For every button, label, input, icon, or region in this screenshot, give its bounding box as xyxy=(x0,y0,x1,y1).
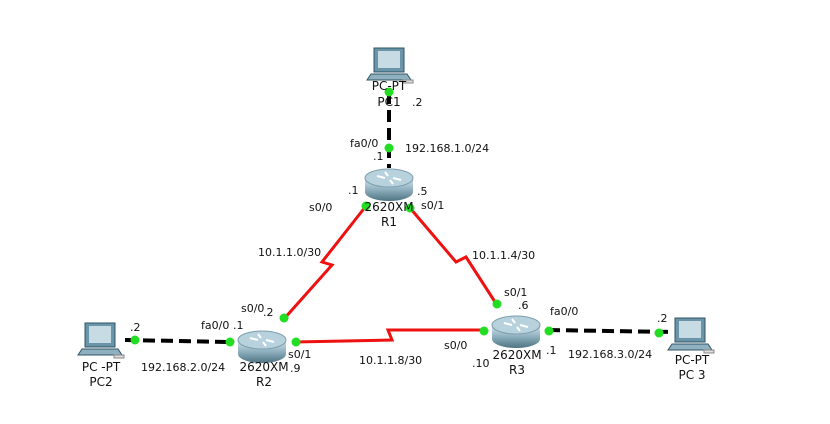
link-r1-r2[interactable] xyxy=(281,205,368,321)
pc3-name: PC 3 xyxy=(678,368,705,382)
r3-fa-label: fa0/0 xyxy=(550,305,578,318)
pc3-ip: .2 xyxy=(657,312,668,325)
r3-fa-ip: .1 xyxy=(546,344,557,357)
r2-s00-label: s0/0 xyxy=(241,302,264,315)
r3-s01-ip: .6 xyxy=(518,299,529,312)
pc1-icon[interactable] xyxy=(366,47,414,84)
pc2-icon[interactable] xyxy=(77,322,125,359)
r3-model: 2620XM xyxy=(492,348,541,362)
link-pc2-r2[interactable] xyxy=(124,338,231,344)
link-r1-r3[interactable] xyxy=(408,207,499,306)
pc1-name: PC1 xyxy=(377,95,400,109)
r3-s00-label: s0/0 xyxy=(444,339,467,352)
r1-s00-ip: .1 xyxy=(348,184,359,197)
pc2-ip: .2 xyxy=(130,321,141,334)
pc3-type: PC-PT xyxy=(675,353,710,367)
network-lan1: 192.168.1.0/24 xyxy=(405,142,489,155)
r3-router-icon[interactable] xyxy=(491,315,541,349)
network-lan2: 192.168.2.0/24 xyxy=(141,361,225,374)
port-indicators xyxy=(130,87,664,347)
r2-s00-ip: .2 xyxy=(263,306,274,319)
network-lan3: 192.168.3.0/24 xyxy=(568,348,652,361)
r2-fa-label: fa0/0 xyxy=(201,319,229,332)
pc3-icon[interactable] xyxy=(667,317,715,354)
r3-s00-ip: .10 xyxy=(472,357,490,370)
network-r1r3: 10.1.1.4/30 xyxy=(472,249,535,262)
r1-fa-ip: .1 xyxy=(373,150,384,163)
r1-model: 2620XM xyxy=(364,200,413,214)
r1-router-icon[interactable] xyxy=(364,168,414,202)
r2-router-icon[interactable] xyxy=(237,330,287,364)
r2-s01-ip: .9 xyxy=(290,362,301,375)
r1-s01-ip: .5 xyxy=(417,185,428,198)
r2-fa-ip: .1 xyxy=(233,319,244,332)
r2-s01-label: s0/1 xyxy=(288,348,311,361)
pc1-ip: .2 xyxy=(412,96,423,109)
r3-s01-label: s0/1 xyxy=(504,286,527,299)
r2-name: R2 xyxy=(256,375,272,389)
r1-fa-label: fa0/0 xyxy=(350,137,378,150)
link-r3-pc3[interactable] xyxy=(547,328,673,334)
network-r1r2: 10.1.1.0/30 xyxy=(258,246,321,259)
pc2-name: PC2 xyxy=(89,375,112,389)
network-r2r3: 10.1.1.8/30 xyxy=(359,354,422,367)
r3-name: R3 xyxy=(509,363,525,377)
link-r2-r3[interactable] xyxy=(294,328,483,344)
pc1-type: PC-PT xyxy=(372,79,407,93)
r1-s00-label: s0/0 xyxy=(309,201,332,214)
r1-name: R1 xyxy=(381,215,397,229)
pc2-type: PC -PT xyxy=(82,360,121,374)
r2-model: 2620XM xyxy=(239,360,288,374)
r1-s01-label: s0/1 xyxy=(421,199,444,212)
